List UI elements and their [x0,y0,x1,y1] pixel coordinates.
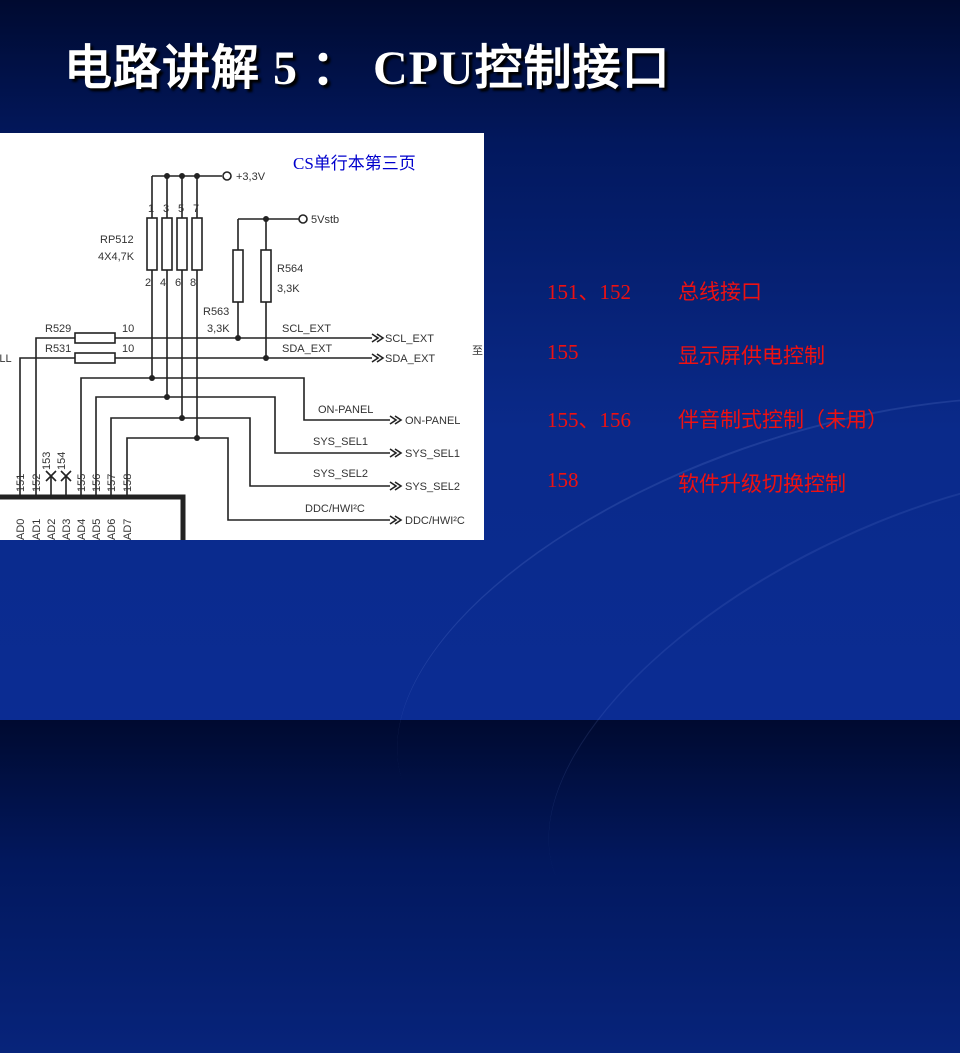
chip-pin-number: 157 [106,474,118,492]
label-pll: PLL [0,353,12,365]
pin-number: 7 [193,203,199,215]
net-label: SDA_EXT [282,343,332,355]
chip-pin-number: 156 [91,474,103,492]
net-label: DDC/HWI²C [305,503,365,515]
net-label: SYS_SEL2 [313,468,368,480]
chip-pin-number: 153 [41,452,53,470]
note-pins: 155 [547,340,579,364]
net-label: SYS_SEL1 [313,436,368,448]
pin-number: 3 [163,203,169,215]
label-r564-value: 3,3K [277,283,300,295]
port-label: ON-PANEL [405,415,460,427]
pin-number: 4 [160,277,166,289]
label-r529-value: 10 [122,323,134,335]
chip-port-label: AD5 [91,519,103,540]
chip-port-label: AD6 [106,519,118,540]
port-label: SCL_EXT [385,333,434,345]
label-rp512: RP512 [100,234,134,246]
chip-pin-number: 152 [31,474,43,492]
note-desc: 总线接口 [678,280,762,304]
note-pins: 151、152 [547,280,631,304]
label-r564: R564 [277,263,303,275]
chip-pin-number: 151 [15,474,27,492]
pin-number: 1 [148,203,154,215]
port-label: SDA_EXT [385,353,435,365]
net-label: ON-PANEL [318,404,373,416]
pin-number: 5 [178,203,184,215]
note-desc: 伴音制式控制（未用） [678,408,888,432]
note-desc: 显示屏供电控制 [678,344,825,368]
label-rp512-value: 4X4,7K [98,251,135,263]
chip-port-label: AD3 [61,519,73,540]
label-r531: R531 [45,343,71,355]
chip-pin-number: 154 [56,452,68,470]
chip-port-label: AD4 [76,519,88,540]
label-zhi: 至 [472,345,483,357]
pin-number: 6 [175,277,181,289]
note-desc: 软件升级切换控制 [678,472,846,496]
pin-number: 2 [145,277,151,289]
chip-port-label: AD1 [31,519,43,540]
label-r563: R563 [203,306,229,318]
chip-port-label: AD2 [46,519,58,540]
port-label: DDC/HWI²C [405,515,465,527]
chip-port-label: AD0 [15,519,27,540]
label-r563-value: 3,3K [207,323,230,335]
label-5vstb: 5Vstb [311,214,339,226]
note-pins: 155、156 [547,408,631,432]
label-r531-value: 10 [122,343,134,355]
net-label: SCL_EXT [282,323,331,335]
chip-port-label: AD7 [122,519,134,540]
port-label: SYS_SEL1 [405,448,460,460]
port-label: SYS_SEL2 [405,481,460,493]
chip-pin-number: 158 [122,474,134,492]
figure-caption: CS单行本第三页 [293,154,416,173]
chip-pin-number: 155 [76,474,88,492]
pin-number: 8 [190,277,196,289]
label-3v3: +3,3V [236,171,266,183]
slide-title: 电路讲解 5 ： CPU控制接口 [64,42,671,95]
circuit-schematic: +3,3V 5Vstb RP512 4X4,7K 1 3 5 7 2 4 6 8… [0,133,484,540]
label-r529: R529 [45,323,71,335]
note-pins: 158 [547,468,579,492]
